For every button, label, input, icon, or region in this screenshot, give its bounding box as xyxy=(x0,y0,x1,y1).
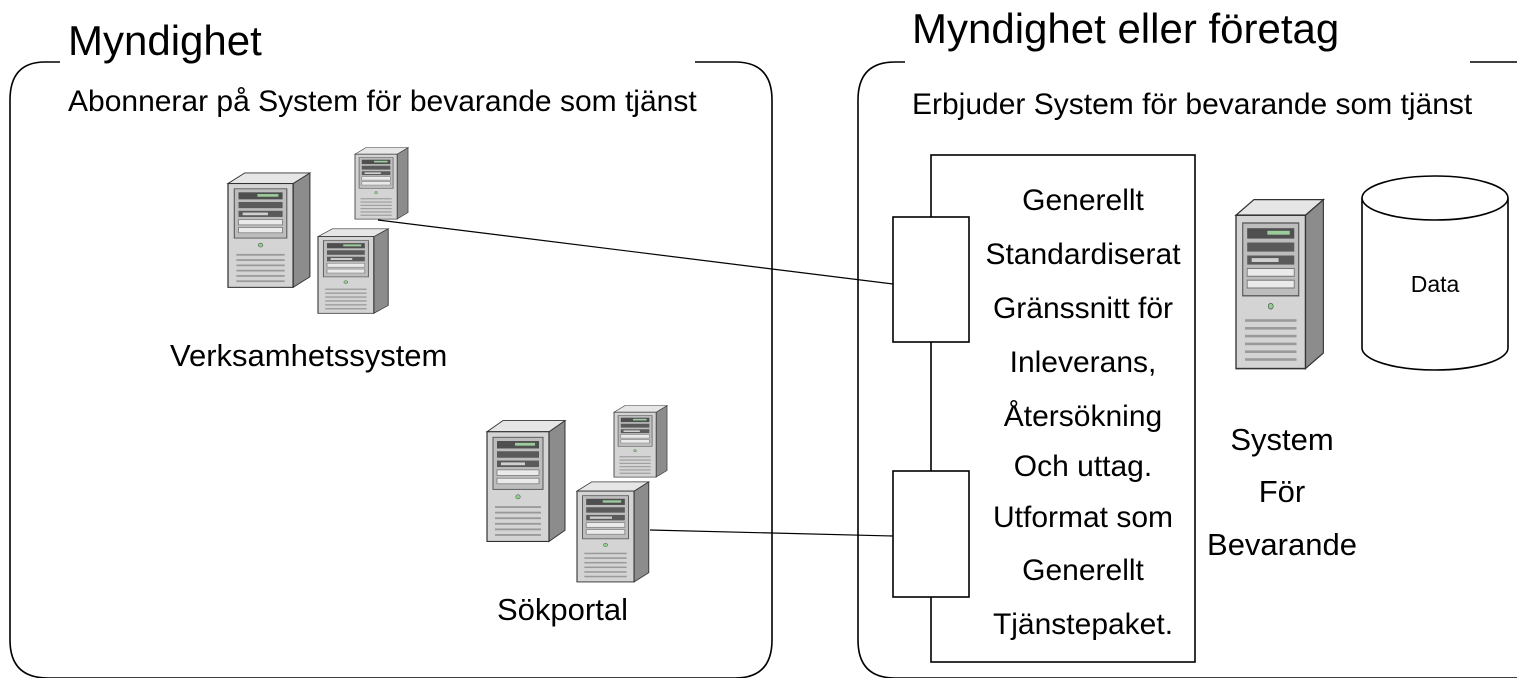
preservation-system-line: För xyxy=(1259,474,1306,509)
interface-line: Gränssnitt för xyxy=(993,292,1173,325)
interface-port-lower xyxy=(892,470,970,598)
interface-line: Inleverans, xyxy=(1010,346,1157,379)
server-tower-icon xyxy=(317,228,389,314)
interface-line: Tjänstepaket. xyxy=(993,608,1173,641)
preservation-system-line: System xyxy=(1230,422,1333,457)
business-systems-label: Verksamhetssystem xyxy=(170,338,447,373)
interface-line: Standardiserat xyxy=(985,238,1181,271)
right-group-title: Myndighet eller företag xyxy=(912,5,1339,52)
interface-port-upper xyxy=(892,216,970,343)
left-group-subtitle: Abonnerar på System för bevarande som tj… xyxy=(68,85,697,118)
server-tower-icon xyxy=(486,419,566,543)
preservation-system-label: System För Bevarande xyxy=(1207,422,1357,562)
search-portal-label: Sökportal xyxy=(497,592,628,627)
database-label: Data xyxy=(1411,271,1460,297)
left-group-title: Myndighet xyxy=(68,17,262,64)
server-tower-icon xyxy=(613,405,668,478)
interface-component xyxy=(892,154,1196,663)
connector-business-to-interface xyxy=(377,219,894,285)
right-group-frame xyxy=(857,61,1517,678)
right-group-subtitle: Erbjuder System för bevarande som tjänst xyxy=(912,88,1473,121)
connector-portal-to-interface xyxy=(649,529,894,537)
server-tower-icon xyxy=(354,147,409,220)
server-tower-icon xyxy=(227,172,311,288)
server-tower-icon xyxy=(576,481,650,583)
interface-line: Återsökning xyxy=(1004,400,1162,433)
interface-description: Generellt Standardiserat Gränssnitt för … xyxy=(985,184,1181,641)
left-group-frame xyxy=(9,61,773,678)
server-tower-icon xyxy=(1235,198,1325,370)
interface-line: Generellt xyxy=(1022,554,1144,587)
interface-line: Generellt xyxy=(1022,184,1144,217)
interface-line: Utformat som xyxy=(993,501,1173,534)
search-portal-servers xyxy=(486,405,668,583)
interface-line: Och uttag. xyxy=(1014,450,1152,483)
database-cylinder-icon xyxy=(1361,175,1509,371)
preservation-system-line: Bevarande xyxy=(1207,527,1357,562)
business-system-servers xyxy=(227,147,409,314)
